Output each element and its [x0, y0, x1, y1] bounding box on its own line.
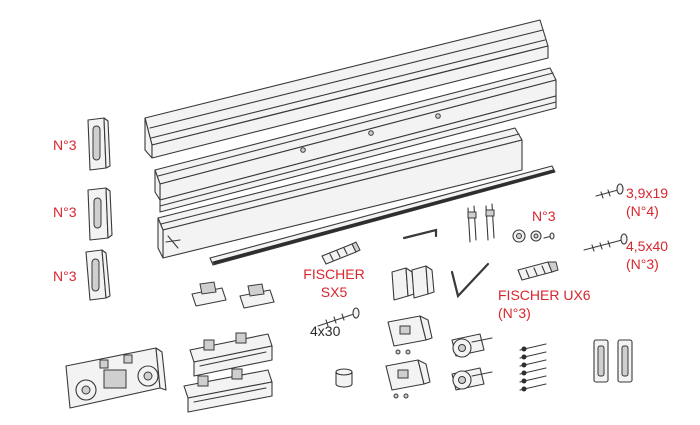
comb-part: [467, 203, 495, 243]
seal-strip: [209, 165, 556, 266]
screw-4-5x40-label-line1: 4,5x40: [626, 238, 669, 254]
guide-block-upper: [387, 315, 433, 355]
fischer-ux6-label-line1: FISCHER UX6: [498, 287, 591, 303]
clip-qty-label-3: N°3: [53, 268, 77, 284]
screw-4-5x40: [583, 233, 628, 252]
stopper-block-right: [411, 265, 435, 299]
fischer-sx5-plug: [321, 241, 361, 265]
hex-key-small: [402, 228, 438, 240]
wheel-lower: [451, 367, 493, 391]
clip-top: [87, 117, 111, 171]
clip-qty-label-2: N°3: [53, 204, 77, 220]
screw-4x30: [317, 307, 360, 327]
end-cap-right: [239, 283, 275, 309]
screw-3-9x19-label-line2: (N°4): [626, 203, 659, 219]
bush: [335, 368, 353, 388]
end-cap-left: [191, 281, 227, 307]
middle-track-profile: [154, 67, 557, 213]
fischer-sx5-label-line2: SX5: [320, 284, 348, 300]
clip-middle: [87, 187, 113, 241]
hex-key-large: [450, 262, 490, 299]
screw-set: [519, 343, 547, 392]
fischer-ux6-plug: [517, 261, 559, 281]
screw-3-9x19: [595, 183, 624, 199]
wheel-upper: [451, 333, 493, 358]
door-pull-left: [593, 339, 609, 383]
clip-qty-label-1: N°3: [53, 137, 77, 153]
roller-carriage: [65, 347, 167, 409]
door-pull-right: [617, 339, 633, 383]
hanger-bracket-upper: [189, 332, 273, 377]
washer-set: [512, 229, 555, 243]
screw-4x30-label: 4x30: [310, 323, 341, 339]
screw-3-9x19-label-line1: 3,9x19: [626, 185, 669, 201]
fischer-ux6-label-line2: (N°3): [498, 305, 531, 321]
fischer-sx5-label-line1: FISCHER: [303, 266, 365, 282]
clip-bottom: [85, 249, 111, 301]
top-guide-rail: [144, 19, 549, 159]
stopper-block-left: [391, 267, 415, 301]
hanger-bracket-lower: [183, 368, 273, 413]
guide-block-lower: [385, 359, 431, 399]
screw-4-5x40-label-line2: (N°3): [626, 256, 659, 272]
washer-qty-label: N°3: [532, 208, 556, 224]
lower-rail-profile: [157, 127, 523, 259]
